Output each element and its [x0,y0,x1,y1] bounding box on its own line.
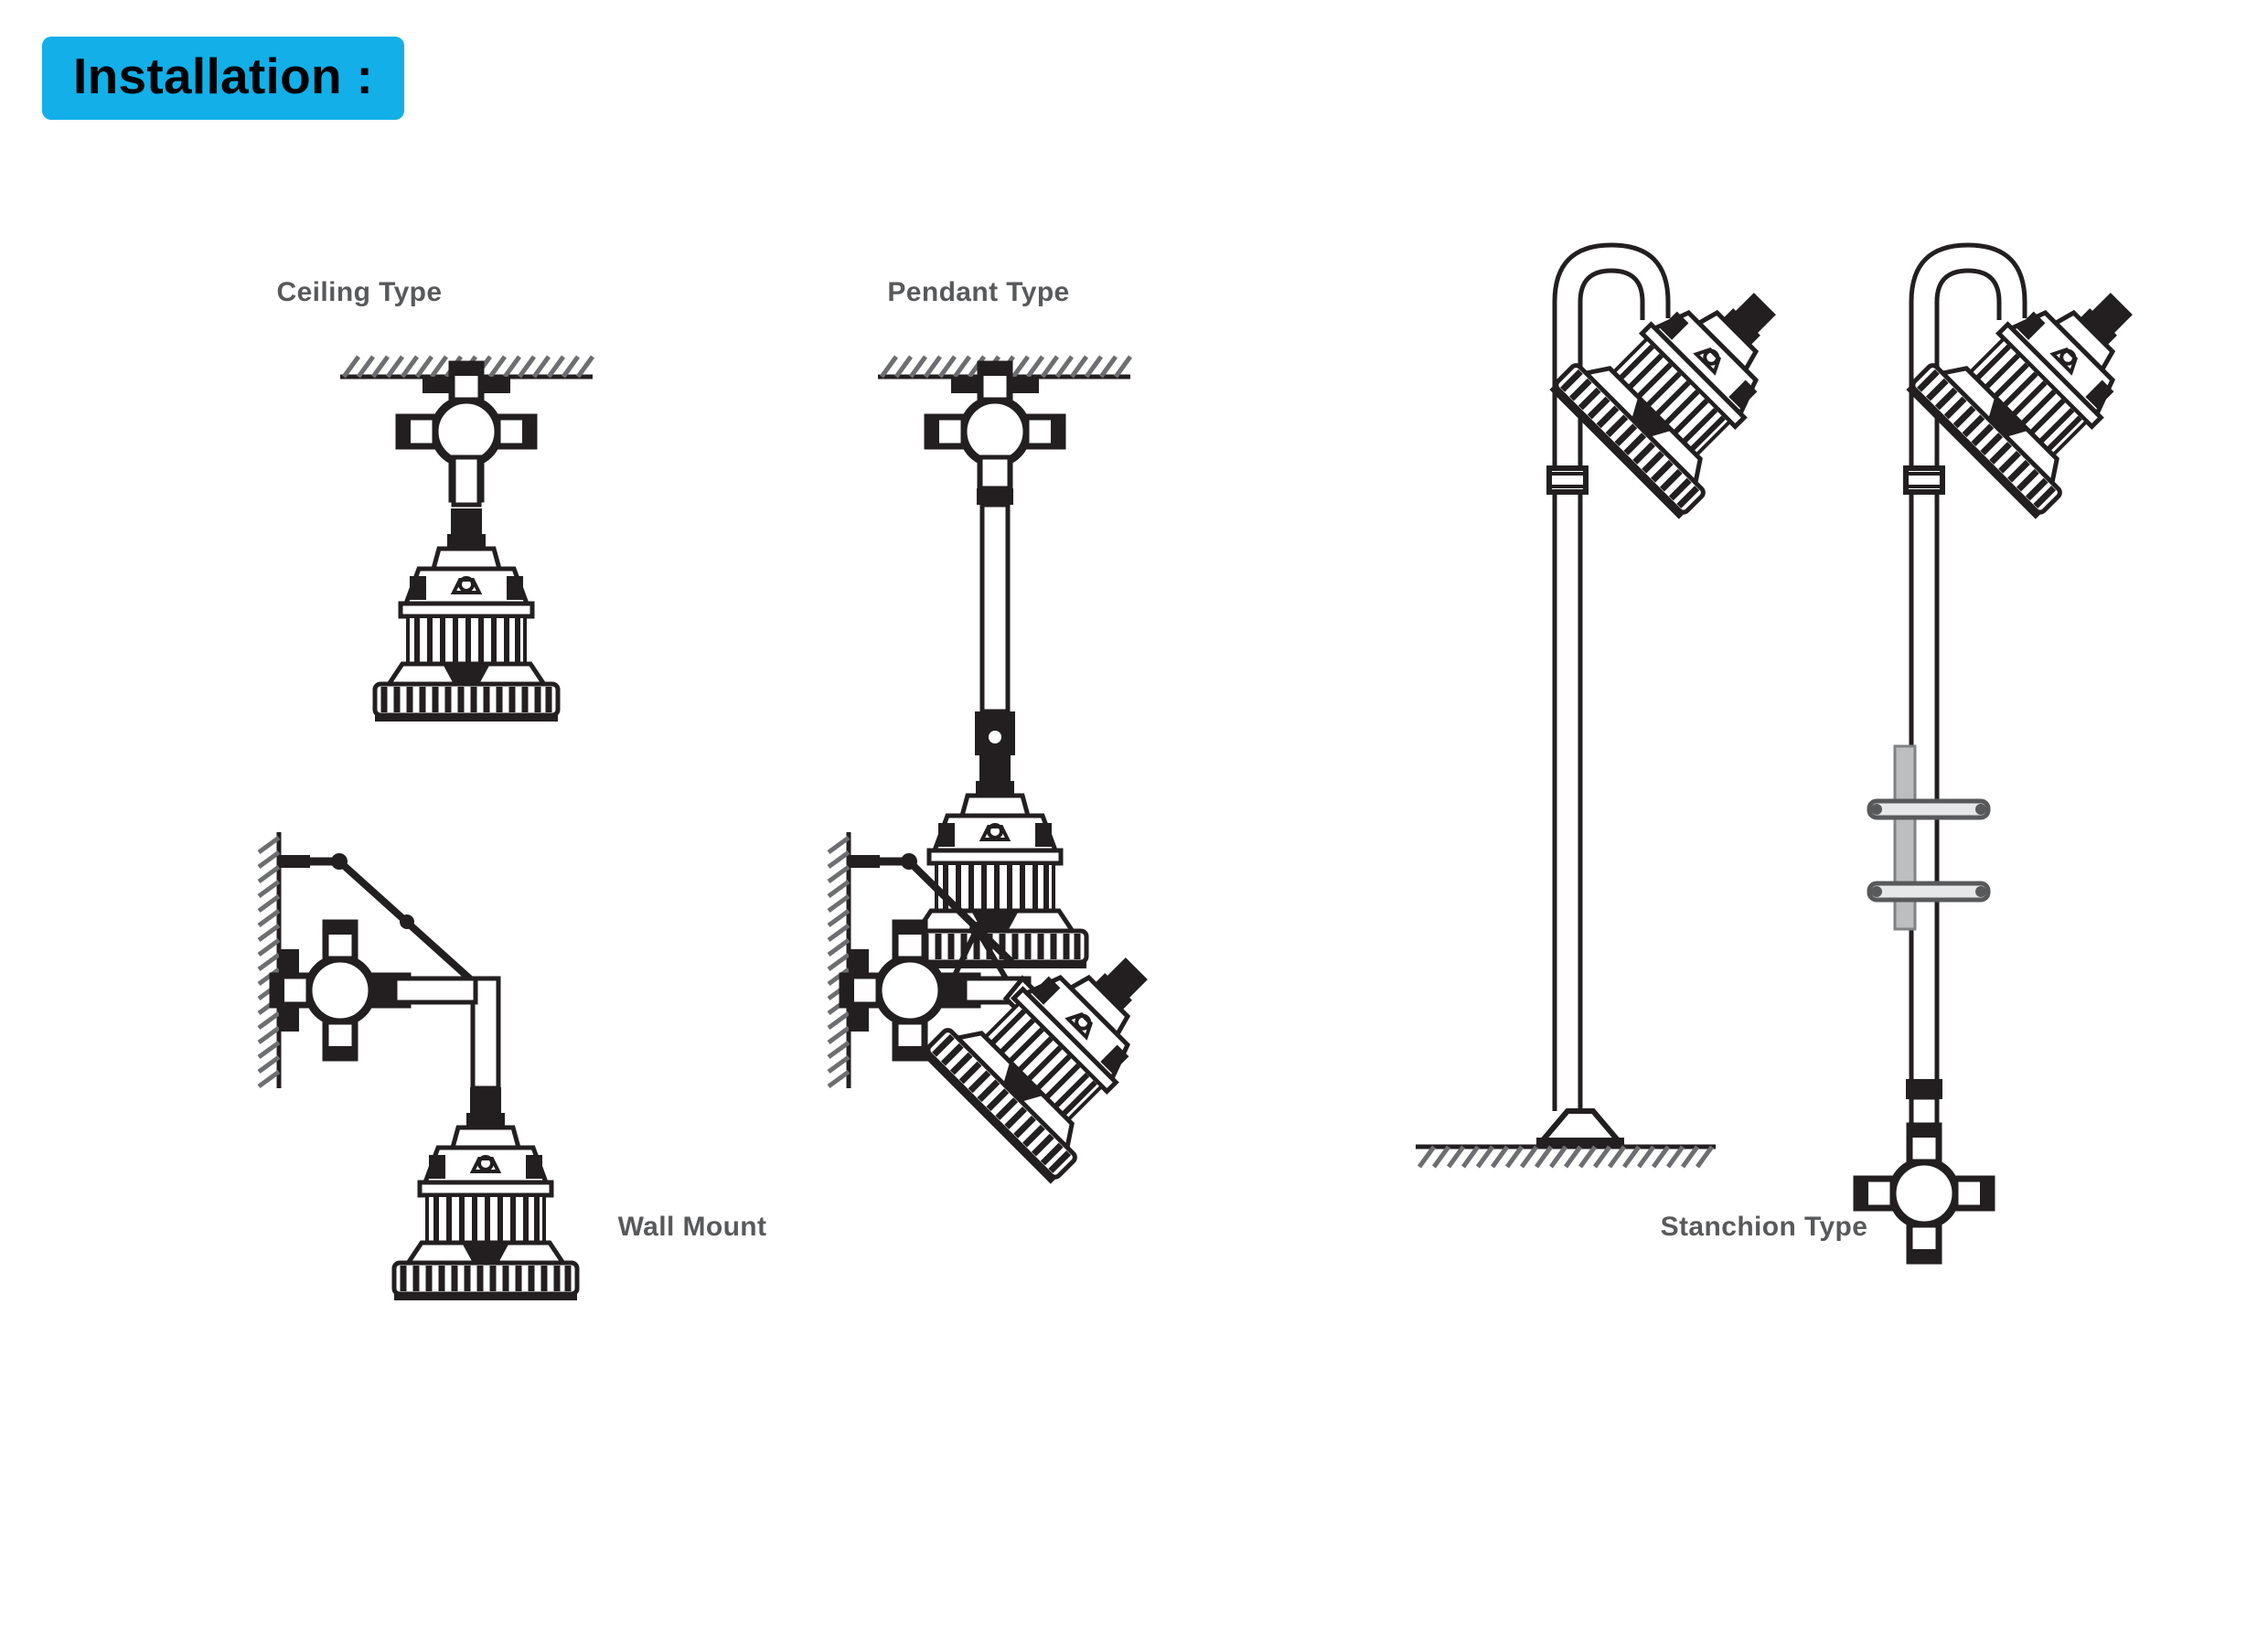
page-title: Installation : [73,48,374,104]
wall-arm-left [392,976,489,1005]
gusset-right [947,923,1011,987]
elbow-left [470,976,501,1091]
backing-plate [1893,744,1917,931]
figure-wall-mount-angled [827,832,1202,1184]
luminaire-wall-angled [921,903,1201,1183]
pendant-mount-plate [951,377,1039,393]
diagonal-brace-right [906,859,1014,965]
pendant-stem [979,502,1011,714]
label-pendant-type: Pendant Type [887,277,1070,307]
short-stem [451,454,482,508]
wall-arm-right [962,976,1032,1005]
luminaire-wall-down [394,1087,577,1300]
wall-hatch-right [827,832,851,1089]
clamp-collar-lower [1867,881,1991,903]
luminaire-stanchion-bracket [1906,239,2186,519]
label-ceiling-type: Ceiling Type [276,277,443,307]
junction-box-ceiling-type [399,364,534,499]
installation-title-badge: Installation : [42,37,405,120]
ceiling-mount-plate [423,377,510,393]
diagonal-brace-left [337,859,477,986]
luminaire-pendant-type [904,755,1086,968]
luminaire-stanchion-floor [1549,239,1829,519]
floor-hatch-stanchion [1416,1144,1716,1169]
ceiling-hatch-pendant-type [878,355,1133,380]
coupling-collar-bracket [1903,465,1945,495]
luminaire-ceiling-type [375,508,558,722]
clamp-collar-upper [1867,798,1991,820]
figure-ceiling-type [340,355,595,722]
ceiling-hatch-ceiling-type [340,355,595,380]
figure-stanchion-bracket [1856,239,2187,1261]
label-stanchion-type: Stanchion Type [1660,1212,1868,1242]
junction-box-pendant-type [927,364,1063,499]
junction-box-wall-angled [842,923,978,1058]
label-wall-mount: Wall Mount [617,1212,767,1242]
coupling-collar-floor [1546,465,1589,495]
wall-hatch-left [257,832,282,1089]
floor-base-flare [1535,1108,1625,1144]
figure-pendant-type [878,355,1133,968]
junction-box-wall-down [273,923,408,1058]
figure-stanchion-floor [1416,239,1830,1169]
figure-wall-mount-down [257,832,577,1300]
